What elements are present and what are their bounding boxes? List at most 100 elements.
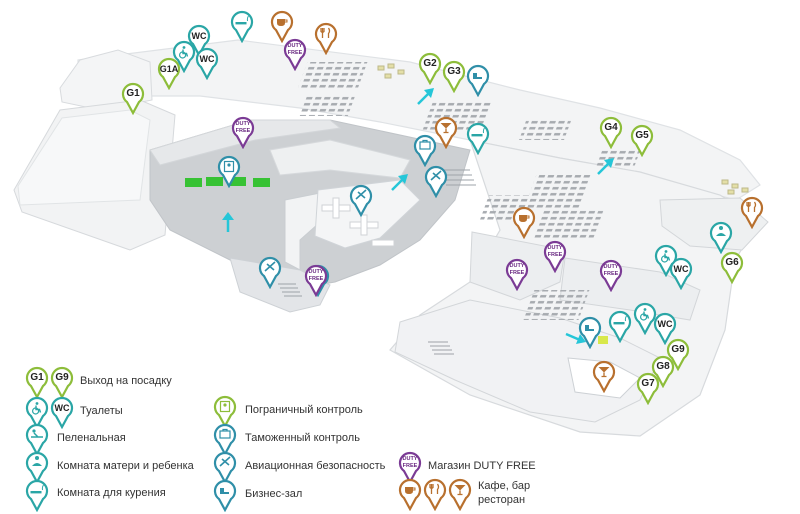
wheelchair-icon	[633, 302, 657, 336]
gate-g5-pin[interactable]: G5	[630, 124, 654, 158]
security-check-pin[interactable]	[349, 184, 373, 218]
pin-marker-icon	[636, 372, 660, 406]
gate-g4-pin[interactable]: G4	[599, 116, 623, 150]
gate-label: G8	[656, 361, 670, 372]
pin-marker-icon	[121, 82, 145, 116]
wc-pin[interactable]: WC	[669, 257, 693, 291]
check-desks	[185, 177, 270, 187]
duty-free-pin[interactable]: DUTY FREE	[599, 259, 623, 293]
yellow-desk	[598, 336, 608, 344]
pin-marker-icon	[599, 116, 623, 150]
legend-cafe-label-line2: ресторан	[478, 494, 526, 506]
legend-smoking-label: Комната для курения	[57, 487, 166, 499]
fork-knife-icon	[740, 196, 764, 230]
security-icon	[349, 184, 373, 218]
gate-label: G4	[604, 122, 618, 133]
gate-g7-pin[interactable]: G7	[636, 372, 660, 406]
gate-g8-pin[interactable]: G8	[651, 355, 675, 389]
duty-free-label: DUTY FREE	[235, 121, 251, 134]
restaurant-pin[interactable]	[740, 196, 764, 230]
customs-icon	[413, 134, 437, 168]
pin-marker-icon	[666, 338, 690, 372]
wc-pin[interactable]: WC	[187, 24, 211, 58]
wc-label: WC	[657, 319, 673, 329]
wheelchair-icon	[172, 40, 196, 74]
bar-pin[interactable]	[592, 360, 616, 394]
bar-pin[interactable]	[434, 116, 458, 150]
legend-wheelchair-icon	[25, 396, 49, 430]
gate-label: G6	[725, 257, 739, 268]
security-lanes	[321, 197, 395, 247]
left-wing-top	[17, 109, 151, 206]
accessible-toilet-pin[interactable]	[633, 302, 657, 336]
fork-knife-icon	[314, 22, 338, 56]
business-lounge-pin[interactable]	[466, 64, 490, 98]
cocktail-glass-icon	[592, 360, 616, 394]
wheelchair-icon	[654, 244, 678, 278]
pin-marker-icon	[418, 52, 442, 86]
legend-duty-free-icon: DUTY FREE	[398, 451, 422, 485]
legend-fork-knife-icon	[423, 478, 447, 512]
cafe-pin[interactable]	[512, 206, 536, 240]
legend-wc-icon: WC	[50, 396, 74, 430]
border-control-pin[interactable]	[217, 155, 241, 189]
legend-duty-free-sample: DUTY FREE	[402, 456, 418, 469]
business-lounge-icon	[578, 316, 602, 350]
wc-label: WC	[191, 31, 207, 41]
wc-pin[interactable]: WC	[195, 47, 219, 81]
cafe-tables	[377, 63, 749, 195]
coffee-cup-icon	[512, 206, 536, 240]
coffee-cup-icon	[270, 10, 294, 44]
gate-g1-pin[interactable]: G1	[121, 82, 145, 116]
accessible-toilet-pin[interactable]	[654, 244, 678, 278]
duty-free-pin[interactable]: DUTY FREE	[505, 258, 529, 292]
legend-border-control-icon	[213, 395, 237, 429]
gate-g3-pin[interactable]: G3	[442, 60, 466, 94]
legend-cocktail-glass-icon	[448, 478, 472, 512]
pin-marker-icon	[283, 38, 307, 72]
legend-duty-free-label: Магазин DUTY FREE	[428, 460, 536, 472]
wc-label: WC	[673, 264, 689, 274]
accessible-toilet-pin[interactable]	[172, 40, 196, 74]
pin-marker-icon	[505, 258, 529, 292]
mother-child-room-pin[interactable]	[709, 221, 733, 255]
legend-toilets-label: Туалеты	[80, 405, 123, 417]
duty-free-label: DUTY FREE	[308, 269, 324, 282]
right-pier-room-c	[659, 197, 769, 251]
legend-border-control-label: Пограничный контроль	[245, 404, 363, 416]
gate-label: G7	[641, 378, 655, 389]
gate-g2-pin[interactable]: G2	[418, 52, 442, 86]
cigarette-icon	[608, 310, 632, 344]
duty-free-pin[interactable]: DUTY FREE	[231, 116, 255, 150]
legend-baby-changing-icon	[25, 423, 49, 457]
cigarette-icon	[230, 10, 254, 44]
legend-coffee-cup-icon	[398, 478, 422, 512]
smoking-room-pin[interactable]	[466, 122, 490, 156]
cocktail-glass-icon	[434, 116, 458, 150]
wc-pin[interactable]: WC	[653, 312, 677, 346]
smoking-room-pin[interactable]	[608, 310, 632, 344]
pin-marker-icon	[599, 259, 623, 293]
duty-free-pin[interactable]: DUTY FREE	[304, 264, 328, 298]
pin-marker-icon	[653, 312, 677, 346]
pin-marker-icon	[720, 251, 744, 285]
cafe-pin[interactable]	[270, 10, 294, 44]
restaurant-pin[interactable]	[314, 22, 338, 56]
gate-label: G1	[126, 88, 140, 99]
pin-marker-icon	[195, 47, 219, 81]
duty-free-pin[interactable]: DUTY FREE	[283, 38, 307, 72]
gate-g9-pin[interactable]: G9	[666, 338, 690, 372]
stairs-left	[278, 283, 302, 297]
legend-customs-label: Таможенный контроль	[245, 432, 360, 444]
gate-g6-pin[interactable]: G6	[720, 251, 744, 285]
duty-free-label: DUTY FREE	[287, 43, 303, 56]
business-lounge-pin[interactable]	[578, 316, 602, 350]
security-check-pin[interactable]	[424, 165, 448, 199]
security-check-pin[interactable]	[258, 256, 282, 290]
direction-arrows	[222, 88, 614, 344]
duty-free-pin[interactable]: DUTY FREE	[543, 240, 567, 274]
gate-g1a-pin[interactable]: G1A	[157, 57, 181, 91]
smoking-room-pin[interactable]	[230, 10, 254, 44]
legend-business-label: Бизнес-зал	[245, 488, 303, 500]
customs-control-pin[interactable]	[413, 134, 437, 168]
